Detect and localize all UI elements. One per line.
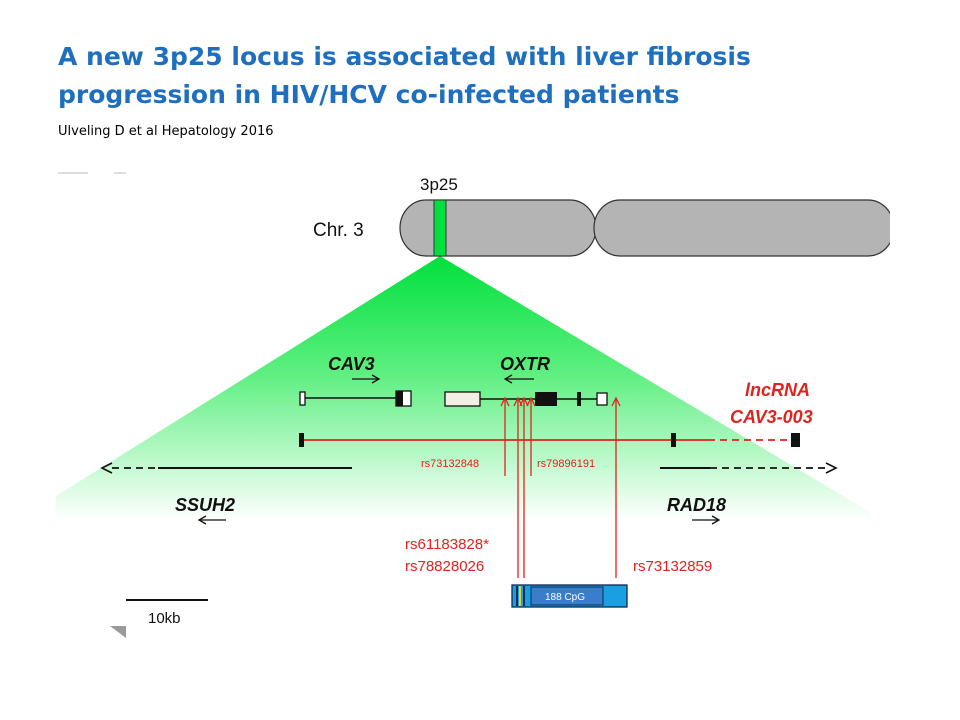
snp-label-rs78828026: rs78828026	[405, 558, 484, 575]
rad18-arrowhead	[711, 515, 721, 525]
chromosome-q-arm	[593, 199, 895, 257]
corner-mark-top	[58, 172, 88, 174]
page-edge-mask	[890, 190, 960, 270]
ssuh2-dashed-arrowhead	[100, 462, 113, 474]
snp-arrowhead-rs78828026	[519, 396, 529, 407]
band-label: 3p25	[420, 175, 458, 194]
lncrna-label-1: lncRNA	[745, 380, 810, 400]
cpg-mark-1	[516, 586, 518, 606]
lncrna-label-2: CAV3-003	[730, 407, 813, 427]
ssuh2-label: SSUH2	[175, 495, 235, 515]
oxtr-arrowhead	[503, 374, 513, 384]
chromosome-p-arm	[399, 199, 597, 257]
cpg-label: 188 CpG	[545, 592, 585, 603]
lncrna-exon-3	[791, 433, 800, 447]
cav3-label: CAV3	[328, 354, 375, 374]
cpg-mark-2	[519, 586, 521, 606]
corner-mark-top-2	[114, 172, 126, 174]
corner-mark-bottom	[110, 626, 126, 638]
title-line-1: A new 3p25 locus is associated with live…	[58, 42, 751, 71]
title-line-2: progression in HIV/HCV co-infected patie…	[58, 80, 680, 109]
chromosome-label: Chr. 3	[313, 220, 364, 241]
ssuh2-arrowhead	[197, 515, 207, 525]
cpg-inner-box	[530, 586, 604, 606]
snp-label-rs61183828: rs61183828*	[405, 536, 489, 553]
lncrna-exon-2	[671, 433, 676, 447]
cav3-exon-2-fill	[396, 391, 403, 406]
snp-arrowhead-rs79896191	[526, 396, 536, 407]
snp-label-rs79896191: rs79896191	[537, 458, 595, 470]
oxtr-exon-3	[577, 392, 581, 406]
lncrna-exon-1	[299, 433, 304, 447]
slide-title: A new 3p25 locus is associated with live…	[58, 38, 938, 114]
oxtr-exon-2	[535, 392, 557, 406]
oxtr-exon-1	[444, 391, 481, 407]
snp-label-rs73132848: rs73132848	[421, 458, 479, 470]
oxtr-exon-4	[596, 392, 608, 406]
chromosome-band-3p25	[433, 199, 447, 257]
snp-label-rs73132859: rs73132859	[633, 558, 712, 575]
cav3-exon-1	[299, 391, 306, 406]
rad18-dashed-arrowhead	[825, 462, 838, 474]
snp-arrowhead-rs73132859	[611, 396, 621, 407]
zoom-region	[56, 256, 870, 520]
snp-arrowhead-rs73132848	[500, 396, 510, 407]
cav3-arrowhead	[371, 374, 381, 384]
cpg-mark-3	[523, 586, 525, 606]
rad18-label: RAD18	[667, 495, 726, 515]
scale-label: 10kb	[148, 610, 181, 627]
oxtr-label: OXTR	[500, 354, 550, 374]
snp-arrows	[500, 396, 621, 578]
citation: Ulveling D et al Hepatology 2016	[58, 124, 274, 139]
